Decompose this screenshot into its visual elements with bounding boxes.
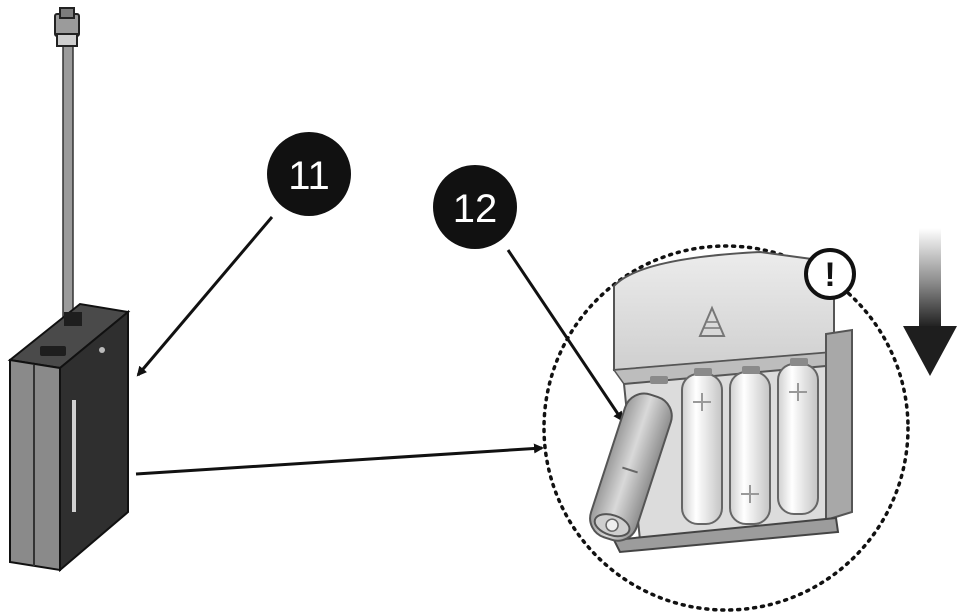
leader-line-12 xyxy=(506,249,624,422)
leader-lines xyxy=(135,216,624,476)
callout-12: 12 xyxy=(433,165,517,249)
callout-11: 11 xyxy=(267,132,351,216)
battery-contacts xyxy=(650,358,808,384)
battery-installed-1 xyxy=(681,373,723,525)
bodypack-transmitter xyxy=(7,7,131,573)
battery-installed-3 xyxy=(777,363,819,515)
detail-pointer-line xyxy=(135,443,544,476)
warning-symbol: ! xyxy=(824,256,835,294)
down-arrow-icon xyxy=(903,228,957,376)
warning-exclamation-icon: ! xyxy=(804,248,856,300)
callout-11-label: 11 xyxy=(288,154,330,198)
callout-12-label: 12 xyxy=(453,187,498,231)
battery-installed-2 xyxy=(729,371,771,525)
recycle-triangle-icon xyxy=(698,305,726,337)
battery-loose xyxy=(589,392,673,542)
leader-line-11 xyxy=(136,216,274,377)
antenna xyxy=(54,7,80,327)
detail-magnifier-circle xyxy=(542,244,910,612)
battery-compartment xyxy=(589,250,853,554)
